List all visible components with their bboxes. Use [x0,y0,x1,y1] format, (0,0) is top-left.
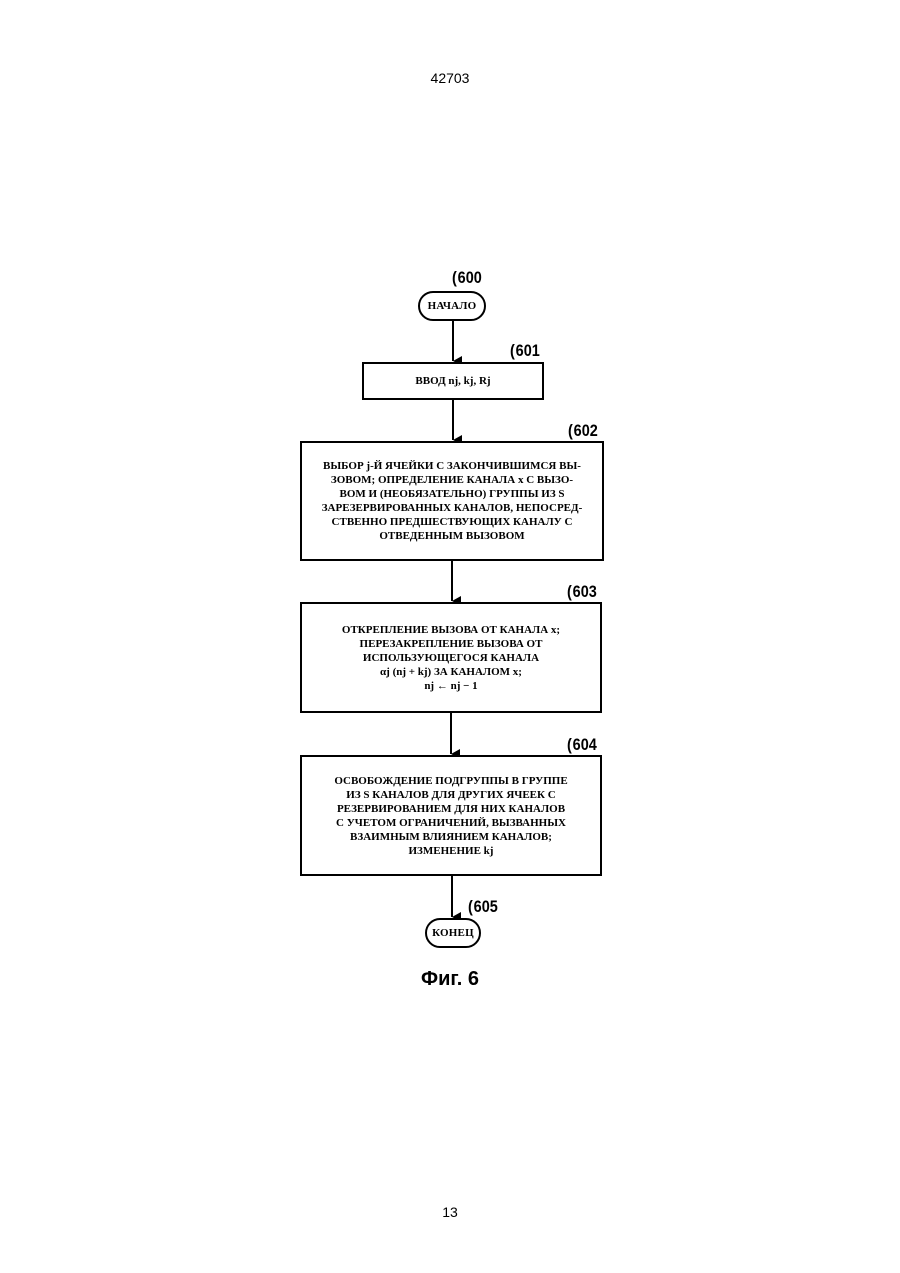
ref-603: (603 [567,582,597,602]
end-terminal-label: КОНЕЦ [432,927,474,939]
ref-605: (605 [468,897,498,917]
ref-600: (600 [452,268,482,288]
release-subgroup-block: ОСВОБОЖДЕНИЕ ПОДГРУППЫ В ГРУППЕ ИЗ S КАН… [300,755,602,876]
select-cell-block: ВЫБОР j-Й ЯЧЕЙКИ С ЗАКОНЧИВШИМСЯ ВЫ- ЗОВ… [300,441,604,561]
ref-604: (604 [567,735,597,755]
page-number: 13 [0,1204,900,1220]
start-terminal-label: НАЧАЛО [428,300,477,312]
ref-602: (602 [568,421,598,441]
end-terminal: КОНЕЦ [425,918,481,948]
reassign-call-block: ОТКРЕПЛЕНИЕ ВЫЗОВА ОТ КАНАЛА x; ПЕРЕЗАКР… [300,602,602,713]
ref-601: (601 [510,341,540,361]
input-block: ВВОД nj, kj, Rj [362,362,544,400]
start-terminal: НАЧАЛО [418,291,486,321]
input-block-label: ВВОД nj, kj, Rj [415,374,490,388]
figure-caption: Фиг. 6 [0,968,900,991]
